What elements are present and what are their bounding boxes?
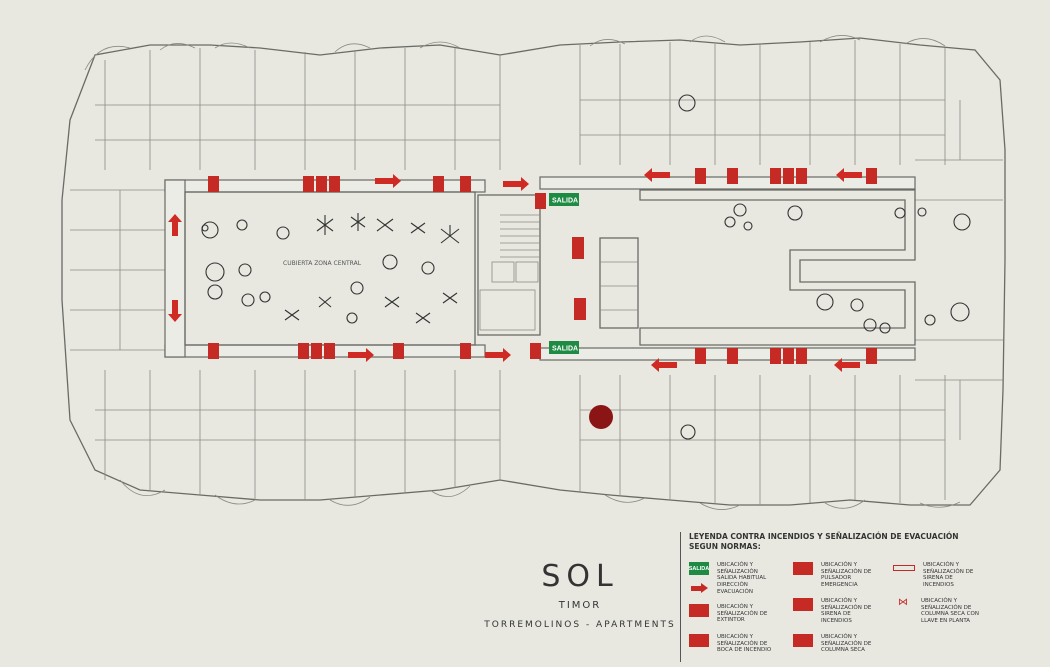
fire-sign [727, 168, 738, 184]
central-deck-label: CUBIERTA ZONA CENTRAL [283, 260, 362, 267]
fire-sign [866, 348, 877, 364]
arrow-left-icon [834, 358, 860, 372]
fire-sign [695, 168, 706, 184]
fire-sign [574, 298, 586, 320]
planters [201, 94, 971, 440]
legend-item-dry-column: UBICACIÓN Y SEÑALIZACIÓN DE COLUMNA SECA [793, 634, 883, 654]
legend-heading: LEYENDA CONTRA INCENDIOS Y SEÑALIZACIÓN … [689, 532, 959, 551]
arrow-right-icon [375, 174, 401, 188]
legend-item-dry-column-valve: ⋈ UBICACIÓN Y SEÑALIZACIÓN DE COLUMNA SE… [893, 598, 983, 624]
title-block: SOL TIMOR TORREMOLINOS - APARTMENTS [470, 559, 690, 631]
extinguisher-icon [689, 604, 709, 617]
arrow-right-icon [689, 582, 709, 595]
fire-sign [303, 176, 314, 192]
hotel-name: SOL [541, 559, 619, 594]
fire-sign [208, 343, 219, 359]
arrow-right-icon [503, 177, 529, 191]
right-wing-rooms [915, 100, 1003, 440]
corridor-west [164, 179, 186, 358]
fire-sign [311, 343, 322, 359]
legend-item-siren: UBICACIÓN Y SEÑALIZACIÓN DE SIRENA DE IN… [793, 598, 883, 624]
fire-sign [208, 176, 219, 192]
fire-sign [796, 168, 807, 184]
right-terrace [639, 189, 916, 346]
arrow-left-icon [651, 358, 677, 372]
exit-sign-south: SALIDA [549, 341, 579, 354]
fire-sign [460, 343, 471, 359]
legend-item-direction: DIRECCIÓN EVACUACIÓN [689, 582, 779, 595]
fire-sign [298, 343, 309, 359]
fire-equipment-signs [208, 168, 877, 364]
valve-icon: ⋈ [898, 597, 908, 608]
hotel-location: TORREMOLINOS - APARTMENTS [484, 620, 676, 630]
fire-sign [393, 343, 404, 359]
fire-sign [329, 176, 340, 192]
fire-sign [324, 343, 335, 359]
central-deck [184, 191, 476, 346]
fire-sign [695, 348, 706, 364]
fire-sign [460, 176, 471, 192]
fire-legend: LEYENDA CONTRA INCENDIOS Y SEÑALIZACIÓN … [680, 532, 1010, 662]
legend-item-extinguisher: UBICACIÓN Y SEÑALIZACIÓN DE EXTINTOR [689, 604, 779, 624]
fire-sign [572, 237, 584, 259]
legend-item-hydrant: UBICACIÓN Y SEÑALIZACIÓN DE BOCA DE INCE… [689, 634, 779, 654]
fire-sign [770, 348, 781, 364]
fire-sign [433, 176, 444, 192]
arrow-right-icon [348, 348, 374, 362]
dry-column-icon [793, 634, 813, 647]
arrow-left-icon [644, 168, 670, 182]
fire-sign [316, 176, 327, 192]
lift-lobby [599, 237, 639, 329]
svg-text:SALIDA: SALIDA [552, 346, 578, 353]
siren-icon [793, 598, 813, 611]
legend-item-exit: SALIDA UBICACIÓN Y SEÑALIZACIÓN SALIDA H… [688, 562, 767, 582]
top-room-row [84, 35, 946, 170]
stair-core [477, 194, 541, 336]
arrow-left-icon [836, 168, 862, 182]
fire-hose-icon [689, 634, 709, 647]
fire-sign [796, 348, 807, 364]
arrow-right-icon [485, 348, 511, 362]
fire-sign [535, 193, 546, 209]
svg-text:SALIDA: SALIDA [552, 198, 578, 205]
legend-item-siren-2: UBICACIÓN Y SEÑALIZACIÓN DE SIRENA DE IN… [893, 562, 985, 588]
fire-sign [866, 168, 877, 184]
legend-item-push-button: UBICACIÓN Y SEÑALIZACIÓN DE PULSADOR EME… [793, 562, 883, 588]
you-are-here-marker [589, 405, 613, 429]
hotel-subtitle: TIMOR [558, 600, 602, 611]
fire-sign [783, 348, 794, 364]
alarm-button-icon [793, 562, 813, 575]
evacuation-arrows [168, 168, 862, 372]
fire-sign [783, 168, 794, 184]
exit-sign-north: SALIDA [549, 193, 579, 206]
siren-line-icon [893, 565, 915, 571]
fire-sign [530, 343, 541, 359]
building-outline [61, 37, 1006, 506]
fire-sign [727, 348, 738, 364]
arrow-up-icon [168, 214, 182, 236]
left-wing-rooms [70, 189, 165, 351]
exit-icon: SALIDA [689, 562, 709, 575]
arrow-down-icon [168, 300, 182, 322]
bottom-room-row [95, 370, 961, 510]
fire-sign [770, 168, 781, 184]
